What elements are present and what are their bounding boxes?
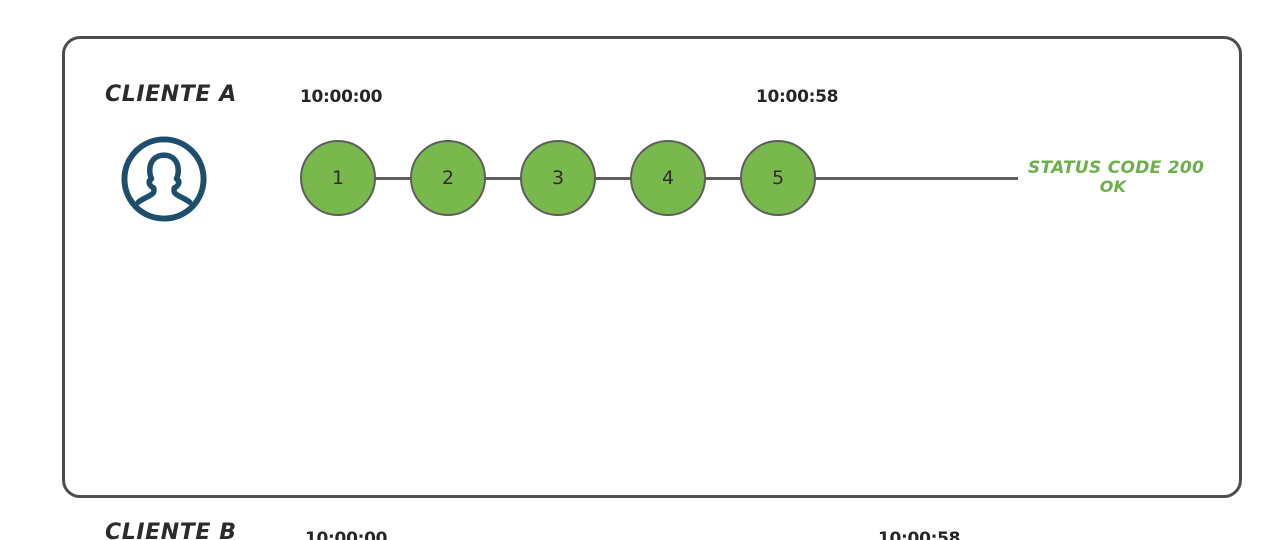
status-detail-line: OK — [1099, 177, 1127, 197]
request-node[interactable]: 2 — [410, 140, 486, 216]
status-message-a: STATUS CODE 200 OK — [1028, 158, 1205, 197]
client-label-b: CLIENTE B — [105, 520, 237, 540]
request-node-label: 3 — [551, 166, 565, 189]
request-node[interactable]: 5 — [740, 140, 816, 216]
request-node-label: 2 — [441, 166, 455, 189]
connector — [594, 177, 632, 180]
request-node-label: 5 — [771, 166, 785, 189]
connector-tail — [814, 177, 1018, 180]
request-node-label: 4 — [661, 166, 675, 189]
connector — [374, 177, 412, 180]
connector — [704, 177, 742, 180]
timestamp-end-a: 10:00:58 — [756, 87, 839, 107]
diagram-frame — [62, 36, 1242, 498]
user-avatar-icon — [118, 133, 210, 225]
status-code-line: STATUS CODE 200 — [1028, 158, 1205, 178]
request-node-label: 1 — [331, 166, 345, 189]
request-node[interactable]: 4 — [630, 140, 706, 216]
timestamp-start-b: 10:00:00 — [305, 529, 388, 540]
client-label-a: CLIENTE A — [105, 82, 237, 107]
request-node[interactable]: 3 — [520, 140, 596, 216]
request-node[interactable]: 1 — [300, 140, 376, 216]
timestamp-start-a: 10:00:00 — [300, 87, 383, 107]
connector — [484, 177, 522, 180]
timestamp-end-b: 10:00:58 — [878, 529, 961, 540]
